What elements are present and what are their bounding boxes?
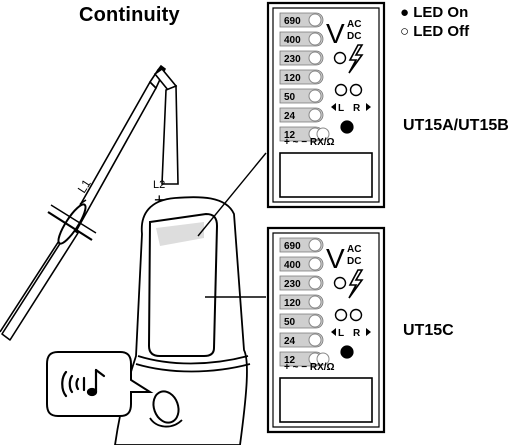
sound-icon (61, 368, 106, 398)
dc-label: DC (347, 31, 361, 42)
voltage-value: 230 (284, 54, 301, 65)
voltage-value: 12 (284, 355, 296, 366)
left-arrow-icon (331, 328, 336, 336)
voltage-value: 50 (284, 92, 296, 103)
right-led (349, 308, 363, 322)
voltage-value: 12 (284, 130, 296, 141)
probe-l2-label: L2 (153, 179, 165, 191)
voltage-value: 24 (284, 336, 296, 347)
left-label: L (338, 103, 344, 114)
bottom-row-label: + ~ − RX/Ω (284, 137, 335, 148)
v-symbol: V (326, 243, 345, 274)
voltage-led (308, 238, 322, 252)
v-symbol: V (326, 18, 345, 49)
left-label: L (338, 328, 344, 339)
tester-body (114, 196, 251, 445)
voltage-value: 24 (284, 111, 296, 122)
led-on-icon: ● (400, 4, 410, 21)
model-label-c: UT15C (403, 322, 454, 339)
model-label-a: UT15A/UT15B (403, 117, 509, 134)
voltage-led (308, 257, 322, 271)
lightning-icon (348, 269, 364, 299)
continuity-led-on (340, 345, 354, 359)
voltage-led (308, 314, 322, 328)
voltage-led (308, 70, 322, 84)
led-off-icon: ○ (400, 23, 410, 40)
voltage-value: 400 (284, 35, 301, 46)
voltage-led-extra (316, 352, 330, 366)
continuity-led-on (340, 120, 354, 134)
speaker-bubble (46, 351, 154, 417)
panel-inner-frame (272, 7, 380, 203)
voltage-led (308, 295, 322, 309)
ac-label: AC (347, 19, 361, 30)
probe-l1: L1 (0, 81, 157, 341)
probe-l2-sign: + (154, 190, 165, 210)
right-label: R (353, 103, 361, 114)
probe-tips (148, 64, 178, 92)
leader-lines (197, 152, 267, 298)
voltage-value: 400 (284, 260, 301, 271)
panel-inner-frame (272, 232, 380, 428)
left-led (334, 83, 348, 97)
voltage-led (308, 51, 322, 65)
voltage-led (308, 89, 322, 103)
lcd-window (279, 377, 373, 423)
voltage-led (308, 333, 322, 347)
voltage-led-extra (316, 127, 330, 141)
legend-led-on-label: LED On (413, 4, 469, 21)
right-arrow-icon (366, 328, 371, 336)
voltage-led (308, 108, 322, 122)
legend-led-off: ○ LED Off (400, 23, 469, 40)
legend-led-off-label: LED Off (413, 23, 470, 40)
voltage-led (308, 32, 322, 46)
voltage-warning-led (333, 51, 347, 65)
right-led (349, 83, 363, 97)
right-label: R (353, 328, 361, 339)
probe-l2: L2 + (153, 84, 179, 210)
voltage-led (308, 13, 322, 27)
dc-label: DC (347, 256, 361, 267)
voltage-value: 690 (284, 16, 301, 27)
legend-led-on: ● LED On (400, 4, 468, 21)
voltage-value: 230 (284, 279, 301, 290)
voltage-value: 50 (284, 317, 296, 328)
voltage-warning-led (333, 276, 347, 290)
lcd-window (279, 152, 373, 198)
ac-label: AC (347, 244, 361, 255)
left-led (334, 308, 348, 322)
left-arrow-icon (331, 103, 336, 111)
voltage-value: 120 (284, 298, 301, 309)
lightning-icon (348, 44, 364, 74)
voltage-led (308, 276, 322, 290)
right-arrow-icon (366, 103, 371, 111)
diagram-title: Continuity (79, 4, 180, 26)
voltage-value: 120 (284, 73, 301, 84)
bottom-row-label: + ~ − RX/Ω (284, 362, 335, 373)
voltage-value: 690 (284, 241, 301, 252)
